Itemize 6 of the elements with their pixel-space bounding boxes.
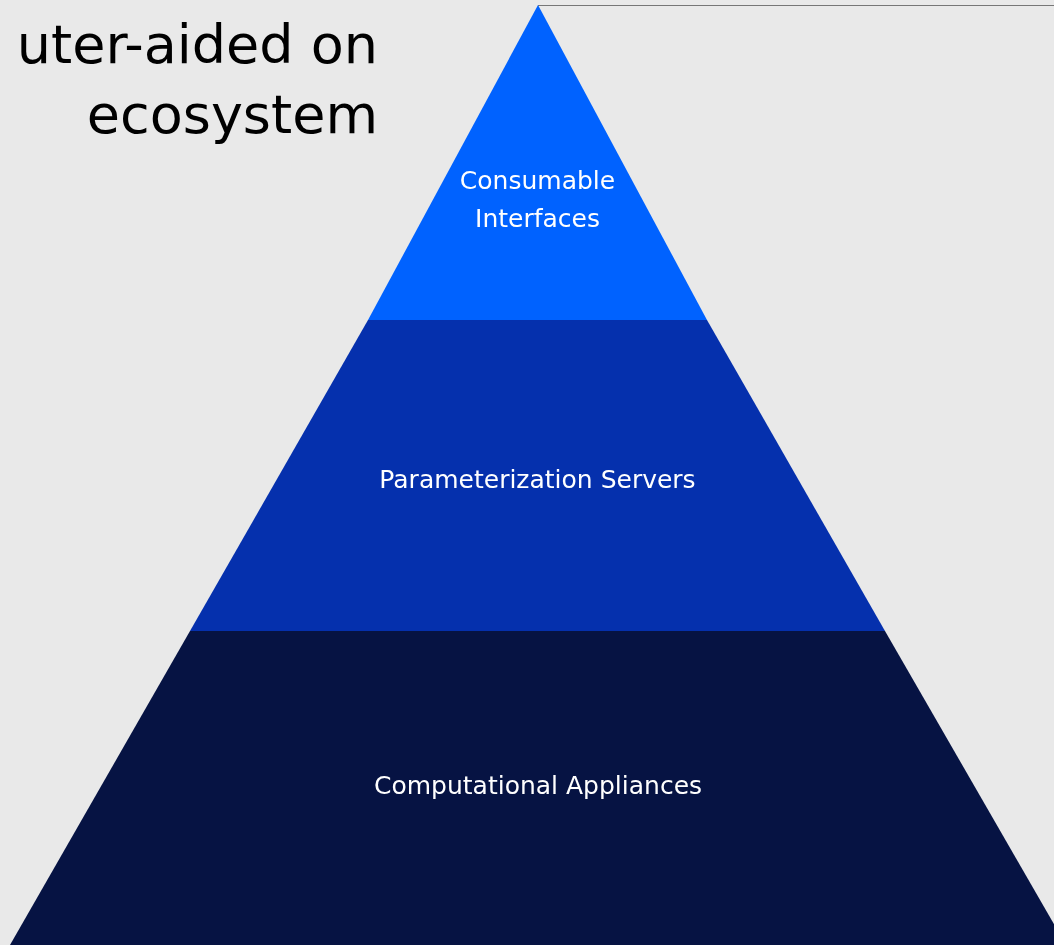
layer-label: Computational Appliances (372, 770, 704, 802)
pyramid-band (190, 320, 885, 631)
layer-label: Consumable Interfaces (458, 165, 617, 235)
title: uter-aided on ecosystem (15, 12, 378, 148)
pyramid-band (10, 631, 1054, 945)
layer-label: Parameterization Servers (378, 464, 697, 496)
